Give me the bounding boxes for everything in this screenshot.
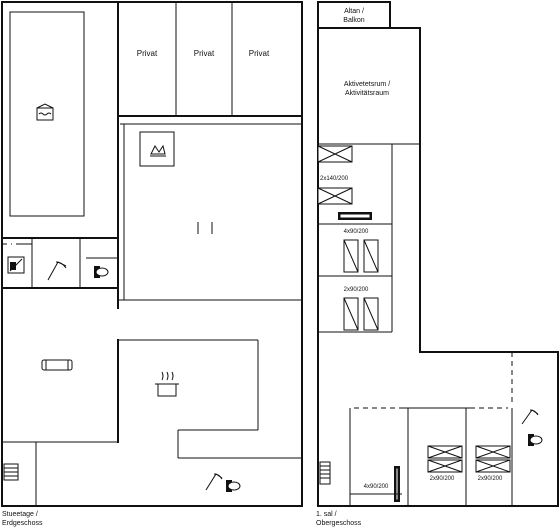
fireplace-icon [139,131,175,167]
sofa-icon [41,359,73,371]
balcony-label-line1: Altan / [344,8,364,15]
room-label-private-3: Privat [249,49,270,58]
stairs-icon [3,463,19,481]
toilet-icon [528,434,543,446]
activity-room-label-line2: Aktivitätsraum [345,90,389,97]
bed-label-2x90-b: 2x90/200 [430,476,455,482]
bed-2x90-a [343,297,379,331]
sauna-icon [7,256,25,274]
toilet-icon [94,266,109,278]
ground-floor: Privat Privat Privat Stueetage / Erdgesc… [1,1,303,527]
ground-floor-label-line2: Erdgeschoss [2,520,43,527]
bed-label-2x140: 2x140/200 [320,176,349,182]
toilet-icon [226,480,241,492]
bunk-bed-4x90-a [343,239,379,273]
balcony-label-line2: Balkon [343,17,365,24]
bed-label-2x90-a: 2x90/200 [344,287,369,293]
upper-floor-label-line1: 1. sal / [316,511,337,518]
kitchen-pot-icon [155,371,179,397]
room-label-private-2: Privat [194,49,215,58]
bed-label-2x90-c: 2x90/200 [478,476,503,482]
shower-icon [521,409,539,425]
bed-2x90-b [427,445,463,473]
bed-label-4x90-b: 4x90/200 [364,484,389,490]
bunk-bed-2x140 [317,145,353,205]
activity-room-label-line1: Aktivetetsrum / [344,81,390,88]
upper-floor-label-line2: Obergeschoss [316,520,362,527]
room-label-private-1: Privat [137,49,158,58]
bed-2x90-c [475,445,511,473]
shower-icon [47,261,67,281]
ground-floor-label-line1: Stueetage / [2,511,38,518]
bed-label-4x90-a: 4x90/200 [344,229,369,235]
stairs-icon [319,461,331,485]
pool-icon [36,103,54,121]
shower-icon [205,473,223,491]
upper-floor: Altan / Balkon Aktivetetsrum / Aktivität… [316,1,559,527]
